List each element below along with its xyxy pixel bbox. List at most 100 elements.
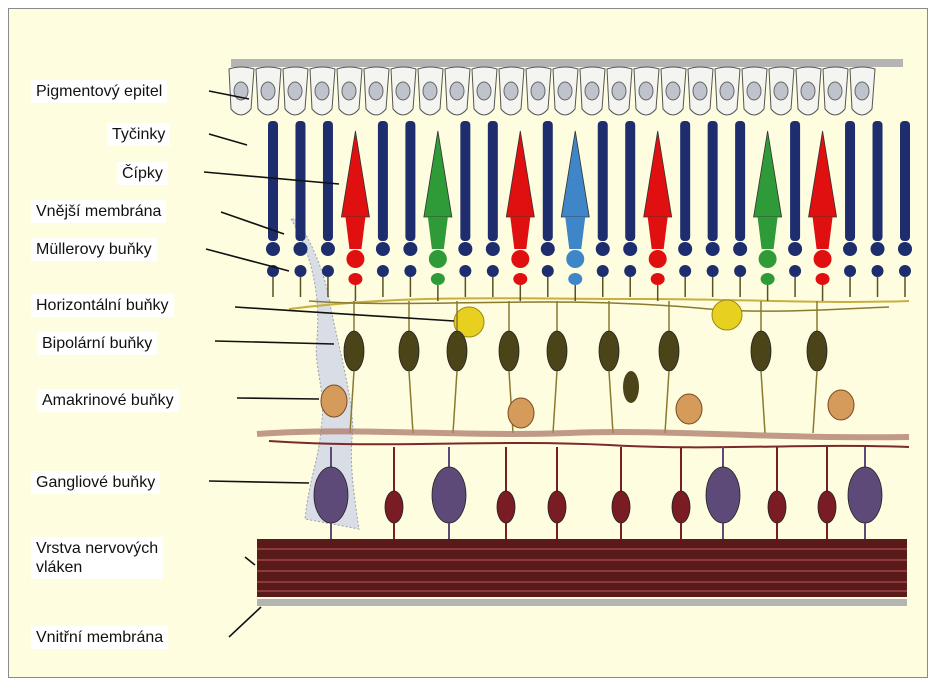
pigment-nucleus [450, 82, 464, 100]
rod-cell [790, 121, 800, 241]
pigment-nucleus [585, 82, 599, 100]
pigment-nucleus [639, 82, 653, 100]
ganglion-cell [672, 491, 690, 523]
inner-membrane [257, 599, 907, 606]
cone-pedicle [568, 273, 582, 285]
amacrine-cell [676, 394, 702, 424]
label-amacrine-cells: Amakrinové buňky [37, 389, 179, 412]
cone-nucleus [814, 250, 832, 268]
rod-cell [543, 121, 553, 241]
pigment-epithelium-band [231, 59, 903, 67]
rod-terminal [707, 265, 719, 277]
cone-green-cell [424, 131, 452, 217]
rod-terminal [404, 265, 416, 277]
rod-cell [873, 121, 883, 241]
label-horizontal-cells: Horizontální buňky [31, 294, 174, 317]
inner-plexiform-layer [257, 431, 909, 437]
ganglion-cell [818, 491, 836, 523]
bipolar-cell [344, 331, 364, 371]
cone-red-cell [644, 131, 672, 217]
rod-terminal [487, 265, 499, 277]
bipolar-axon [813, 371, 817, 433]
nerve-fiber-layer [257, 539, 907, 597]
amacrine-cell [508, 398, 534, 428]
label-ganglion-cells: Gangliové buňky [31, 471, 160, 494]
pigment-nucleus [612, 82, 626, 100]
cone-nucleus [649, 250, 667, 268]
cone-inner-segment [345, 217, 365, 249]
rod-cell [488, 121, 498, 241]
rod-terminal [844, 265, 856, 277]
bipolar-cell [399, 331, 419, 371]
pigment-nucleus [261, 82, 275, 100]
bipolar-axon [453, 371, 457, 433]
label-nerve-fiber-layer: Vrstva nervových vláken [31, 537, 163, 579]
cone-pedicle [651, 273, 665, 285]
rod-nucleus [321, 242, 335, 256]
horizontal-cell [712, 300, 742, 330]
pigment-nucleus [315, 82, 329, 100]
rod-terminal [789, 265, 801, 277]
label-pigment-epithelium: Pigmentový epitel [31, 80, 167, 103]
cone-inner-segment [565, 217, 585, 249]
cone-pedicle [816, 273, 830, 285]
ganglion-cell [314, 467, 348, 523]
bipolar-cell [623, 371, 639, 403]
cone-red-cell [506, 131, 534, 217]
bipolar-cell [499, 331, 519, 371]
ganglion-cell [548, 491, 566, 523]
ganglion-cell [848, 467, 882, 523]
rod-terminal [899, 265, 911, 277]
rod-nucleus [541, 242, 555, 256]
bipolar-cell [447, 331, 467, 371]
bipolar-cell [599, 331, 619, 371]
rod-terminal [624, 265, 636, 277]
inner-plexiform-layer-2 [269, 441, 909, 447]
label-rods: Tyčinky [107, 123, 170, 146]
cone-nucleus [346, 250, 364, 268]
rod-nucleus [733, 242, 747, 256]
rod-cell [378, 121, 388, 241]
rod-cell [460, 121, 470, 241]
label-cones: Čípky [117, 162, 168, 185]
rod-cell [845, 121, 855, 241]
pigment-nucleus [477, 82, 491, 100]
rod-nucleus [706, 242, 720, 256]
rod-terminal [872, 265, 884, 277]
rod-nucleus [486, 242, 500, 256]
pigment-nucleus [531, 82, 545, 100]
pigment-nucleus [801, 82, 815, 100]
pigment-nucleus [720, 82, 734, 100]
ganglion-cell [385, 491, 403, 523]
pigment-nucleus [855, 82, 869, 100]
cone-nucleus [759, 250, 777, 268]
rod-terminal [459, 265, 471, 277]
bipolar-cell [659, 331, 679, 371]
pigment-nucleus [396, 82, 410, 100]
cone-inner-segment [428, 217, 448, 249]
rod-nucleus [871, 242, 885, 256]
diagram-frame: Pigmentový epitel Tyčinky Čípky Vnější m… [8, 8, 928, 678]
rod-nucleus [843, 242, 857, 256]
label-inner-membrane: Vnitřní membrána [31, 626, 168, 649]
ganglion-cell [706, 467, 740, 523]
rod-cell [625, 121, 635, 241]
pigment-nucleus [558, 82, 572, 100]
ganglion-cell [768, 491, 786, 523]
cone-red-cell [809, 131, 837, 217]
bipolar-axon [665, 371, 669, 433]
cone-pedicle [431, 273, 445, 285]
label-outer-membrane: Vnější membrána [31, 200, 166, 223]
amacrine-layer [321, 385, 854, 428]
bipolar-axon [761, 371, 765, 433]
rod-nucleus [458, 242, 472, 256]
cone-nucleus [429, 250, 447, 268]
ganglion-layer [314, 447, 882, 539]
bipolar-axon [553, 371, 557, 433]
rod-nucleus [376, 242, 390, 256]
cone-inner-segment [813, 217, 833, 249]
rod-cell [598, 121, 608, 241]
pigment-nucleus [747, 82, 761, 100]
pigment-nucleus [774, 82, 788, 100]
cone-blue-cell [561, 131, 589, 217]
